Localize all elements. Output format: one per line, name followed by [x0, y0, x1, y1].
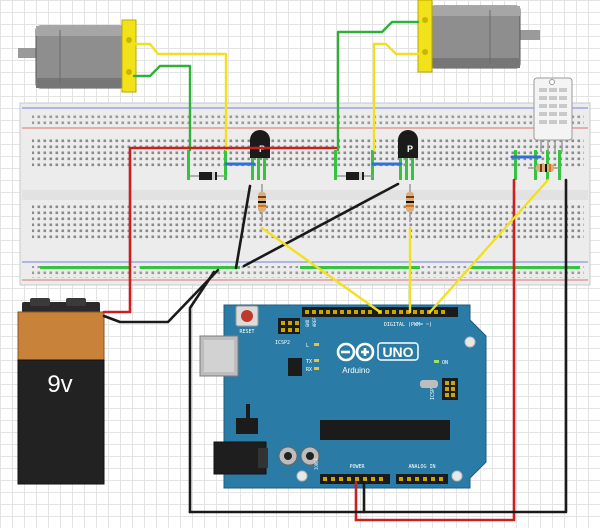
wire-sensor-vcc — [354, 178, 516, 522]
arduino-board: UNO Arduino RESET ICSP2 ICSP L TX RX ON … — [199, 304, 487, 489]
icsp-label: ICSP — [430, 388, 436, 400]
wire-battery-positive — [102, 146, 338, 314]
terminal-strip-bottom — [32, 205, 584, 241]
terminal-strip-top — [32, 139, 584, 169]
wire-motor-right-green — [336, 20, 420, 152]
digital-label: DIGITAL (PWM= ~) — [384, 322, 432, 328]
power-label: POWER — [349, 464, 365, 470]
wire-motor-right-yellow — [372, 42, 420, 152]
motor-left — [18, 19, 137, 93]
dc-power-jack — [213, 441, 267, 475]
diode-right — [337, 172, 373, 180]
digital-header-pins — [305, 310, 445, 314]
led-tx-label: TX — [306, 359, 312, 365]
resistor-sensor — [528, 164, 560, 172]
wire-transistor-right-emitter — [242, 182, 400, 268]
top-power-rail — [32, 113, 584, 125]
icsp2-label: ICSP2 — [275, 340, 290, 346]
battery-label: 9v — [47, 371, 72, 398]
uno-badge — [377, 342, 419, 361]
wire-sensor-gnd — [362, 178, 568, 514]
wire-ground-return — [188, 270, 216, 514]
analog-label: ANALOG IN — [408, 464, 435, 470]
led-rx-label: RX — [306, 367, 312, 373]
resistor-left — [258, 184, 266, 222]
transistor-right-mark: P — [407, 144, 413, 154]
center-channel — [22, 190, 588, 200]
transistor-right: P — [398, 130, 418, 158]
aref-label: AREF — [312, 317, 317, 327]
arduino-logo — [336, 342, 375, 362]
dht-sensor — [533, 77, 573, 152]
uno-logo-text: UNO — [382, 344, 413, 360]
wire-signal-sensor — [428, 178, 550, 314]
transistor-left: P — [250, 130, 270, 158]
atmega-chip — [320, 420, 450, 440]
icsp2-header — [278, 318, 300, 334]
diode-left — [190, 172, 226, 180]
resistor-right — [406, 184, 414, 222]
breadboard — [19, 102, 591, 286]
led-l-label: L — [306, 343, 309, 349]
arduino-brand-text: Arduino — [342, 366, 370, 375]
battery-9v: 9v — [17, 298, 105, 485]
reset-label: RESET — [239, 329, 254, 335]
wire-transistor-left-emitter — [234, 184, 252, 270]
analog-header — [396, 474, 448, 484]
wire-motor-left-yellow — [132, 42, 228, 152]
icsp-header — [442, 378, 458, 400]
on-label: ON — [442, 360, 448, 366]
wire-motor-left-green — [132, 64, 192, 152]
motor-right — [417, 0, 540, 73]
gnd-label: GND — [305, 319, 310, 327]
ioref-label: IOREF — [314, 457, 319, 470]
wire-signal-motor-left — [260, 226, 382, 314]
wire-battery-negative — [102, 268, 220, 324]
